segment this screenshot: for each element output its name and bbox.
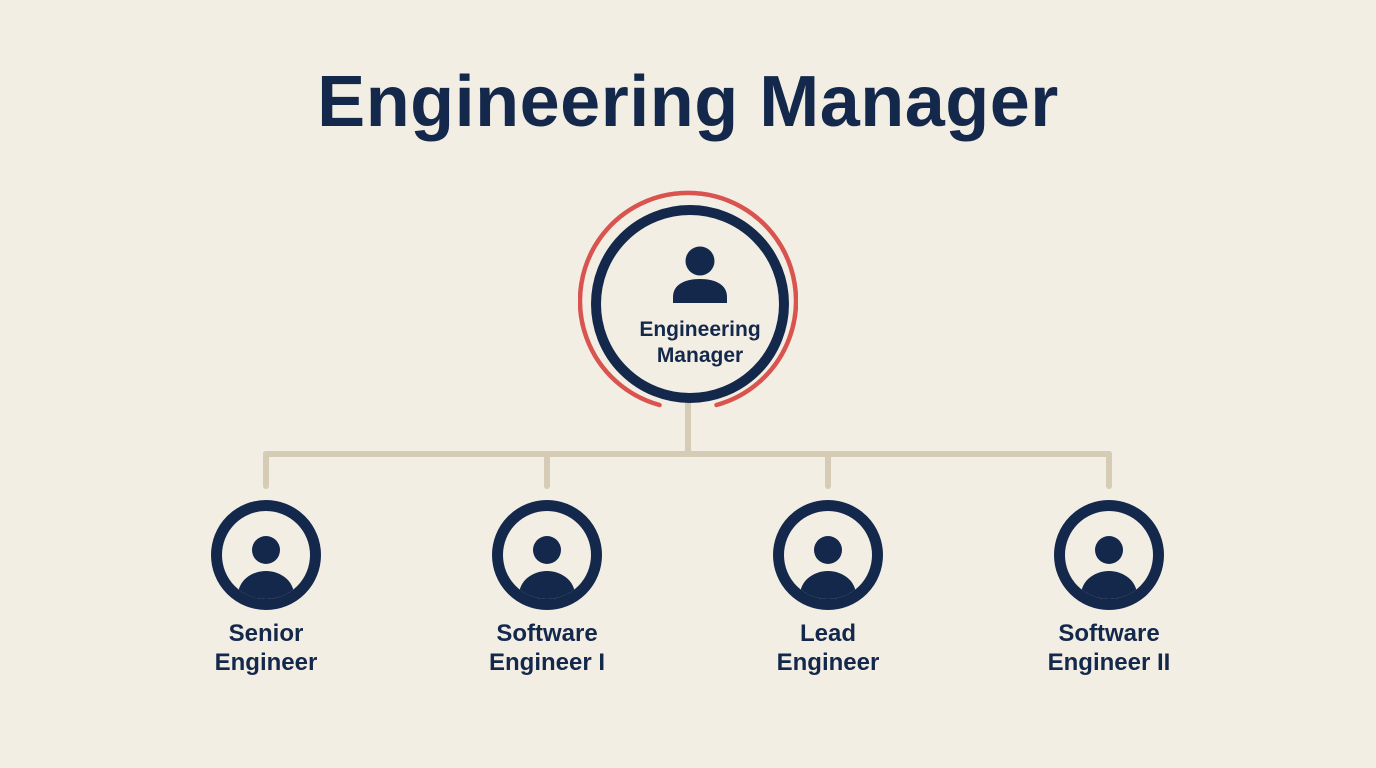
person-icon	[1054, 500, 1164, 610]
root-label-line1: Engineering	[639, 318, 761, 341]
report-node-software-engineer-i[interactable]: Software Engineer I	[447, 500, 647, 690]
report-node-lead-engineer[interactable]: Lead Engineer	[728, 500, 928, 690]
person-icon	[211, 500, 321, 610]
report-label-line1: Software	[1058, 620, 1160, 647]
report-label-line1: Software	[496, 620, 598, 647]
report-label: Software Engineer I	[447, 619, 647, 677]
person-icon	[673, 246, 727, 303]
page-title: Engineering Manager	[317, 62, 1059, 142]
report-label-line1: Senior	[228, 620, 304, 647]
root-label: Engineering Manager	[613, 317, 787, 369]
root-node-engineering-manager[interactable]: Engineering Manager	[578, 190, 798, 410]
report-node-software-engineer-ii[interactable]: Software Engineer II	[1009, 500, 1209, 690]
root-label-line2: Manager	[656, 344, 744, 367]
report-label-line1: Lead	[799, 620, 856, 647]
report-label-line2: Engineer I	[488, 649, 606, 676]
report-label: Software Engineer II	[1009, 619, 1209, 677]
report-label-line2: Engineer	[214, 649, 318, 676]
report-node-senior-engineer[interactable]: Senior Engineer	[166, 500, 366, 690]
report-label-line2: Engineer	[776, 649, 880, 676]
person-icon	[773, 500, 883, 610]
root-avatar-circle: Engineering Manager	[591, 205, 789, 403]
report-label: Lead Engineer	[728, 619, 928, 677]
person-icon	[492, 500, 602, 610]
highlight-ring	[578, 190, 798, 408]
report-label: Senior Engineer	[166, 619, 366, 677]
report-label-line2: Engineer II	[1047, 649, 1171, 676]
